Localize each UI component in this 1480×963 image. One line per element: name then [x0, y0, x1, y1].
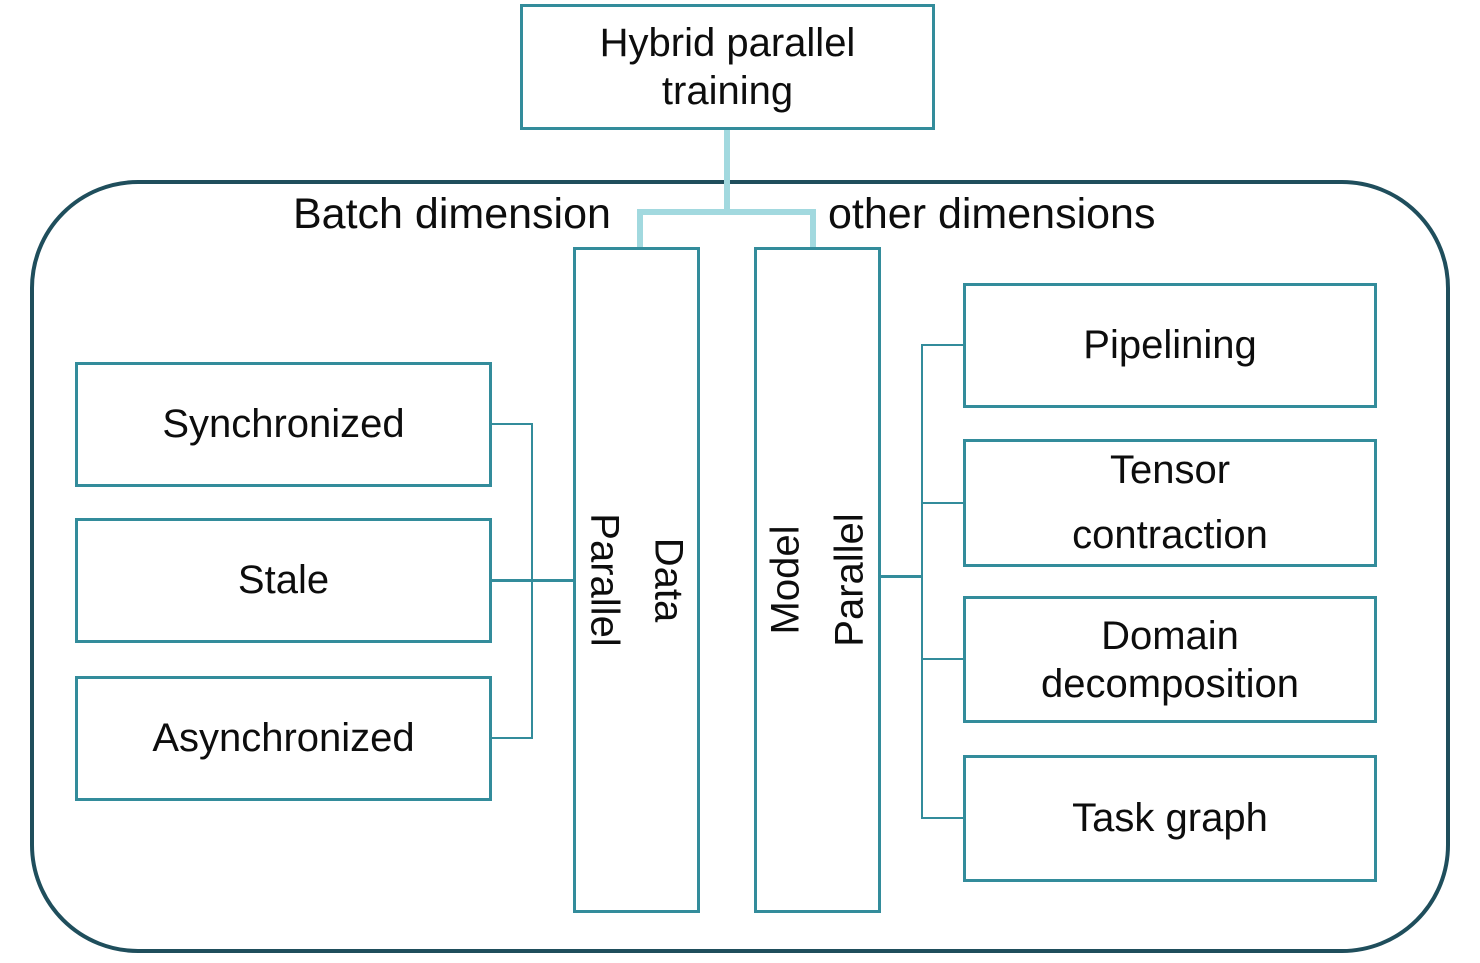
node-task-graph-label: Task graph	[1072, 796, 1268, 840]
connector-pipelining	[923, 344, 963, 346]
node-tensor-contraction: Tensor contraction	[963, 439, 1377, 567]
node-domain-decomposition: Domain decomposition	[963, 596, 1377, 723]
model-parallel-box: Model Parallel	[754, 247, 881, 913]
node-synchronized: Synchronized	[75, 362, 492, 487]
other-dimensions-label: other dimensions	[828, 190, 1156, 238]
node-pipelining: Pipelining	[963, 283, 1377, 408]
node-stale: Stale	[75, 518, 492, 643]
node-asynchronized: Asynchronized	[75, 676, 492, 801]
connector-stale-to-data-parallel	[492, 579, 573, 582]
batch-dimension-label: Batch dimension	[293, 190, 611, 238]
connector-synchronized	[492, 423, 533, 425]
connector-model-parallel-to-bus	[881, 575, 921, 578]
root-connector-stub-left	[637, 215, 643, 248]
connector-asynchronized	[492, 737, 533, 739]
node-tensor-contraction-label: Tensor contraction	[1072, 448, 1268, 557]
root-connector-bar	[637, 209, 816, 215]
connector-tensor-contraction	[923, 502, 963, 504]
right-connector-bus	[921, 344, 923, 819]
node-task-graph: Task graph	[963, 755, 1377, 882]
root-connector-stem	[724, 130, 730, 215]
connector-domain-decomposition	[923, 658, 963, 660]
node-synchronized-label: Synchronized	[162, 402, 405, 446]
node-asynchronized-label: Asynchronized	[152, 716, 415, 760]
node-pipelining-label: Pipelining	[1083, 323, 1257, 367]
data-parallel-label: Data Parallel	[582, 513, 691, 647]
model-parallel-label: Model Parallel	[763, 513, 872, 647]
node-stale-label: Stale	[237, 558, 330, 602]
root-node: Hybrid parallel training	[520, 4, 935, 130]
dimensions-container	[30, 180, 1450, 953]
connector-task-graph	[923, 817, 963, 819]
node-domain-decomposition-label: Domain decomposition	[1041, 613, 1299, 706]
root-node-label: Hybrid parallel training	[599, 21, 856, 113]
root-connector-stub-right	[810, 215, 816, 248]
data-parallel-box: Data Parallel	[573, 247, 700, 913]
